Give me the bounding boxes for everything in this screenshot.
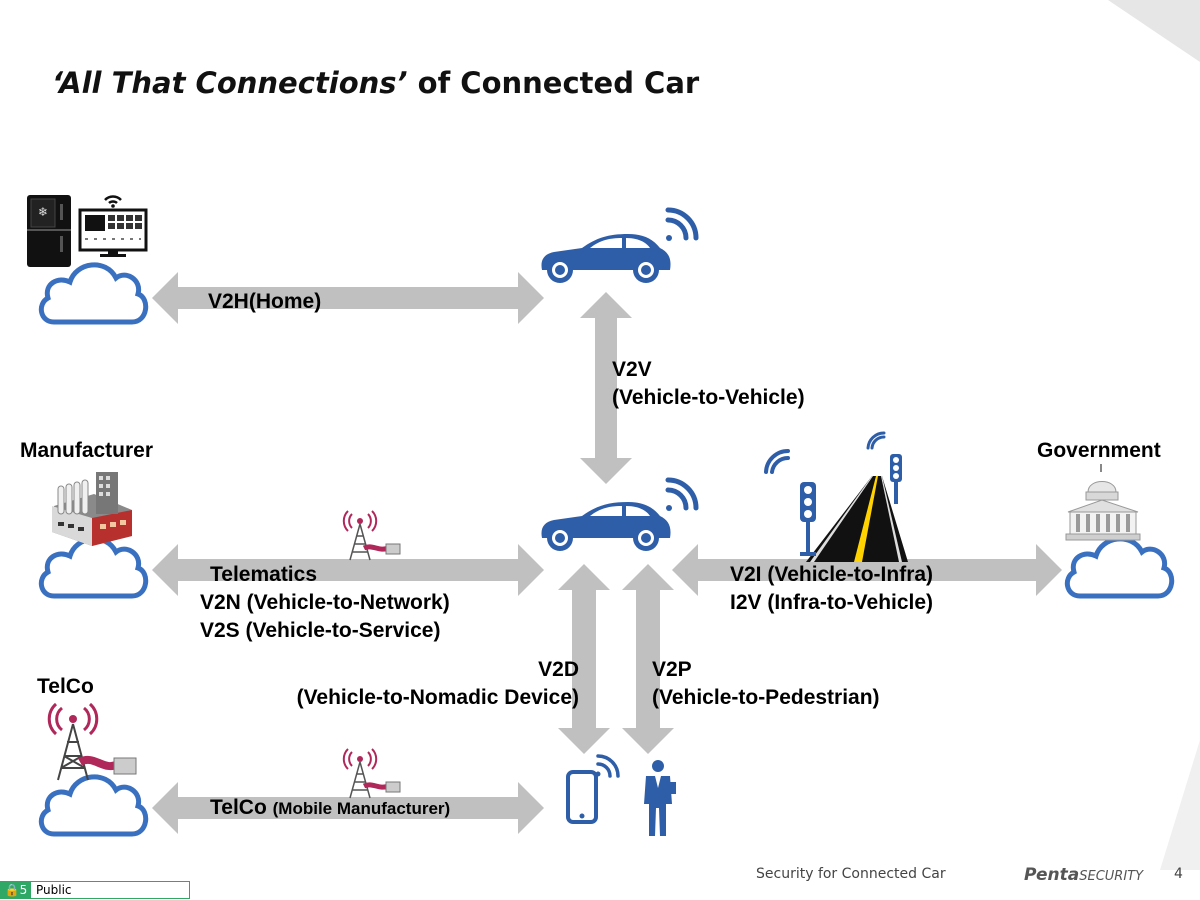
telco-arrow-label: TelCo (Mobile Manufacturer): [210, 794, 450, 823]
smart-tv-icon: [78, 195, 148, 257]
classification-badge: 🔒5 Public: [0, 881, 190, 899]
v2d-arrow: [558, 564, 610, 754]
telematics-arrow: [152, 544, 544, 596]
v2p-title: V2P: [652, 658, 692, 681]
classification-tag: 🔒5: [1, 882, 31, 898]
v2v-subtitle: (Vehicle-to-Vehicle): [612, 386, 805, 409]
telco-arrow-subtitle: (Mobile Manufacturer): [272, 799, 451, 818]
v2d-title: V2D: [538, 658, 579, 681]
telco-arrow-title: TelCo: [210, 796, 267, 819]
v2h-arrow: [152, 272, 544, 324]
v2i-label: V2I (Vehicle-to-Infra) I2V (Infra-to-Veh…: [730, 561, 933, 617]
v2v-title: V2V: [612, 358, 652, 381]
telematics-title: Telematics: [210, 563, 317, 586]
telco-arrow: [152, 782, 544, 834]
v2h-label: V2H(Home): [208, 290, 322, 313]
factory-icon: [52, 472, 132, 546]
page-title: ‘All That Connections’ of Connected Car: [52, 66, 700, 100]
penta-security-logo: PentaSECURITY: [1024, 865, 1143, 885]
v2i-title: V2I (Vehicle-to-Infra): [730, 563, 934, 586]
classification-tag-number: 5: [19, 883, 28, 897]
road-icon: [806, 476, 908, 562]
logo-sub: SECURITY: [1079, 869, 1144, 884]
lock-icon: 🔒: [4, 883, 20, 897]
traffic-light-icon: [764, 448, 816, 556]
smartphone-icon: [566, 754, 620, 824]
v2d-label: V2D (Vehicle-to-Nomadic Device): [297, 656, 579, 712]
telematics-label: Telematics V2N (Vehicle-to-Network) V2S …: [200, 561, 450, 645]
v2v-label: V2V (Vehicle-to-Vehicle): [612, 356, 805, 412]
v2d-subtitle: (Vehicle-to-Nomadic Device): [296, 686, 579, 709]
government-building-icon: [1065, 464, 1141, 541]
v2p-arrow: [622, 564, 674, 754]
wifi-signal-icon: [665, 207, 699, 241]
wifi-signal-icon: [665, 477, 699, 511]
cell-tower-icon: [342, 748, 401, 799]
cloud-icon: [38, 262, 149, 325]
logo-main: Penta: [1024, 865, 1080, 885]
cell-tower-icon: [342, 510, 401, 561]
pedestrian-icon: [644, 760, 676, 836]
government-label: Government: [1037, 439, 1161, 462]
footer-subject: Security for Connected Car: [756, 866, 946, 882]
cell-tower-icon: [47, 702, 137, 781]
classification-text: Public: [36, 883, 72, 897]
page-number: 4: [1174, 866, 1183, 882]
v2i-arrow: [672, 544, 1062, 596]
v2p-subtitle: (Vehicle-to-Pedestrian): [652, 686, 880, 709]
v2v-arrow: [580, 292, 632, 484]
svg-text:❄: ❄: [38, 205, 48, 219]
car-icon: [541, 234, 671, 283]
refrigerator-icon: ❄: [27, 195, 71, 267]
v2n-label: V2N (Vehicle-to-Network): [200, 591, 450, 614]
cloud-icon: [38, 774, 149, 837]
telco-label: TelCo: [37, 675, 94, 698]
v2s-label: V2S (Vehicle-to-Service): [200, 619, 441, 642]
v2p-label: V2P (Vehicle-to-Pedestrian): [652, 656, 880, 712]
manufacturer-label: Manufacturer: [20, 439, 154, 462]
car-icon: [541, 502, 671, 551]
i2v-title: I2V (Infra-to-Vehicle): [730, 591, 934, 614]
traffic-light-icon: [866, 431, 902, 504]
